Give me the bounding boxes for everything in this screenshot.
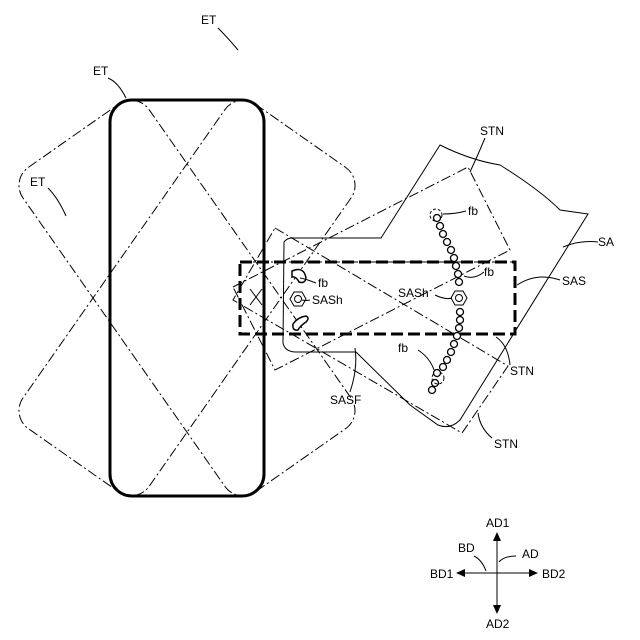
et-rotated-outline-a	[10, 92, 363, 505]
tab-stn-rotated-lower	[233, 228, 508, 433]
leader-fb-lower	[418, 350, 434, 370]
hole-sash-left	[290, 292, 306, 306]
arrow-right-icon	[529, 569, 538, 577]
bead	[454, 333, 461, 340]
bead	[448, 349, 455, 356]
label-sas: SAS	[562, 274, 586, 288]
label-sash-left: SASh	[312, 293, 343, 307]
label-stn-right: STN	[510, 364, 534, 378]
label-bd2: BD2	[542, 567, 566, 581]
tab-stn-rotated-upper	[233, 167, 510, 370]
bend-feature-left-upper	[292, 270, 306, 283]
leader-et-left	[48, 188, 66, 216]
bead	[456, 325, 463, 332]
label-sa: SA	[598, 235, 614, 249]
bead	[440, 364, 447, 371]
arrow-up-icon	[493, 532, 501, 541]
bead	[457, 309, 464, 316]
label-fb-lower: fb	[398, 341, 408, 355]
label-fb-right: fb	[484, 265, 494, 279]
label-bd: BD	[458, 541, 475, 555]
bead	[457, 317, 464, 324]
fb-circle-upper	[430, 209, 442, 222]
leader-sash-right	[435, 295, 452, 299]
bead	[451, 341, 458, 348]
label-et-left: ET	[30, 175, 46, 189]
x-mark	[250, 289, 262, 305]
bead	[429, 387, 436, 394]
bead	[440, 231, 447, 238]
bead	[456, 279, 463, 286]
label-ad2: AD2	[486, 617, 510, 631]
label-sash-right: SASh	[398, 286, 429, 300]
bead	[453, 263, 460, 270]
arrow-down-icon	[493, 605, 501, 614]
bead	[444, 357, 451, 364]
leader-et-mid	[108, 78, 126, 98]
label-fb-left: fb	[318, 276, 328, 290]
leader-et-top	[218, 28, 238, 50]
bead	[437, 223, 444, 230]
arrow-left-icon	[456, 569, 465, 577]
label-sasf: SASF	[330, 393, 361, 407]
label-ad: AD	[522, 547, 539, 561]
bead	[451, 255, 458, 262]
label-et-mid: ET	[93, 64, 109, 78]
hole-sash-right	[451, 291, 467, 305]
leader-stn-bottom	[478, 413, 492, 438]
label-et-top: ET	[201, 13, 217, 27]
bead	[448, 247, 455, 254]
label-stn-top: STN	[480, 124, 504, 138]
bead	[444, 239, 451, 246]
label-bd1: BD1	[430, 567, 454, 581]
leader-fb-right	[464, 272, 484, 277]
label-stn-bottom: STN	[494, 437, 518, 451]
leader-sash-left	[302, 300, 310, 301]
leader-fb-upper	[443, 211, 466, 214]
label-fb-upper: fb	[468, 204, 478, 218]
leader-sas	[517, 277, 560, 285]
et-rotated-outline-b	[10, 92, 363, 505]
leader-stn-top	[470, 138, 485, 172]
bead	[455, 271, 462, 278]
leader-sasf	[350, 348, 356, 392]
label-ad1: AD1	[486, 516, 510, 530]
bead-chain	[429, 223, 464, 394]
